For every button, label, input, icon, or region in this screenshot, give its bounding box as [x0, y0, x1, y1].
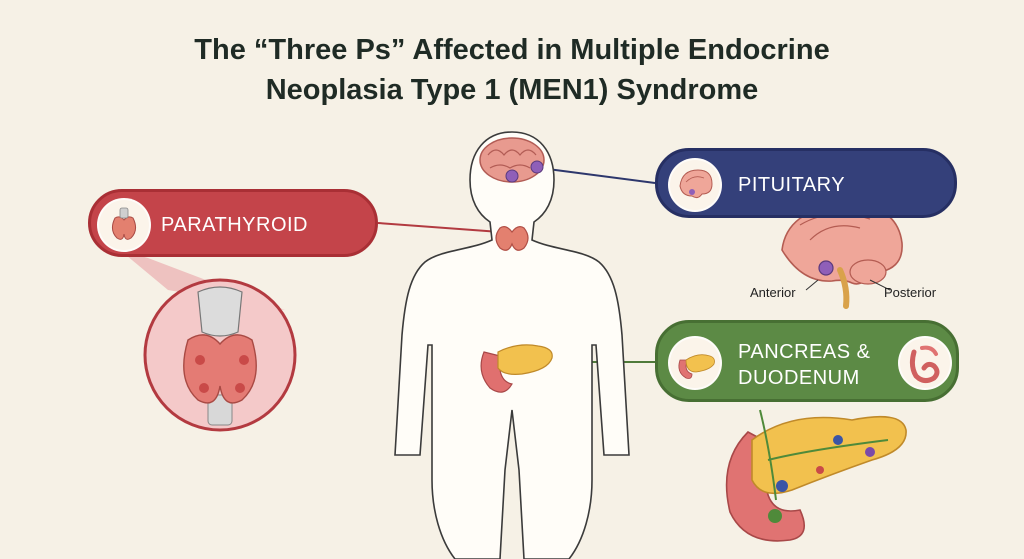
parathyroid-label-box: PARATHYROID	[88, 189, 378, 257]
thyroid-closeup	[183, 286, 257, 426]
pancreas-body-icon	[480, 344, 553, 393]
title-line-1: The “Three Ps” Affected in Multiple Endo…	[194, 34, 830, 66]
pituitary-connector	[539, 167, 656, 184]
pancreas-label: PANCREAS & DUODENUM	[738, 339, 888, 391]
posterior-label: Posterior	[884, 285, 937, 300]
page-title: The “Three Ps” Affected in Multiple Endo…	[0, 30, 1024, 110]
parathyroid-connector	[377, 222, 501, 233]
parathyroid-label: PARATHYROID	[161, 214, 308, 236]
anterior-label: Anterior	[750, 285, 796, 300]
pancreas-icon	[668, 336, 722, 390]
title-line-2: Neoplasia Type 1 (MEN1) Syndrome	[265, 74, 759, 106]
body-silhouette	[394, 131, 630, 559]
parathyroid-icon	[97, 198, 151, 252]
thyroid-icon	[495, 226, 529, 251]
parathyroid-magnifier	[120, 250, 297, 432]
pituitary-label: PITUITARY	[738, 174, 846, 196]
pancreas-closeup	[725, 409, 907, 542]
brain-icon	[479, 137, 545, 183]
pancreas-label-box: PANCREAS & DUODENUM	[655, 320, 959, 402]
duodenum-icon	[898, 336, 952, 390]
pituitary-label-box: PITUITARY	[655, 148, 957, 218]
pancreas-label-line-2: DUODENUM	[738, 367, 860, 389]
pituitary-brain-icon	[668, 158, 722, 212]
pancreas-label-line-1: PANCREAS &	[738, 341, 871, 363]
